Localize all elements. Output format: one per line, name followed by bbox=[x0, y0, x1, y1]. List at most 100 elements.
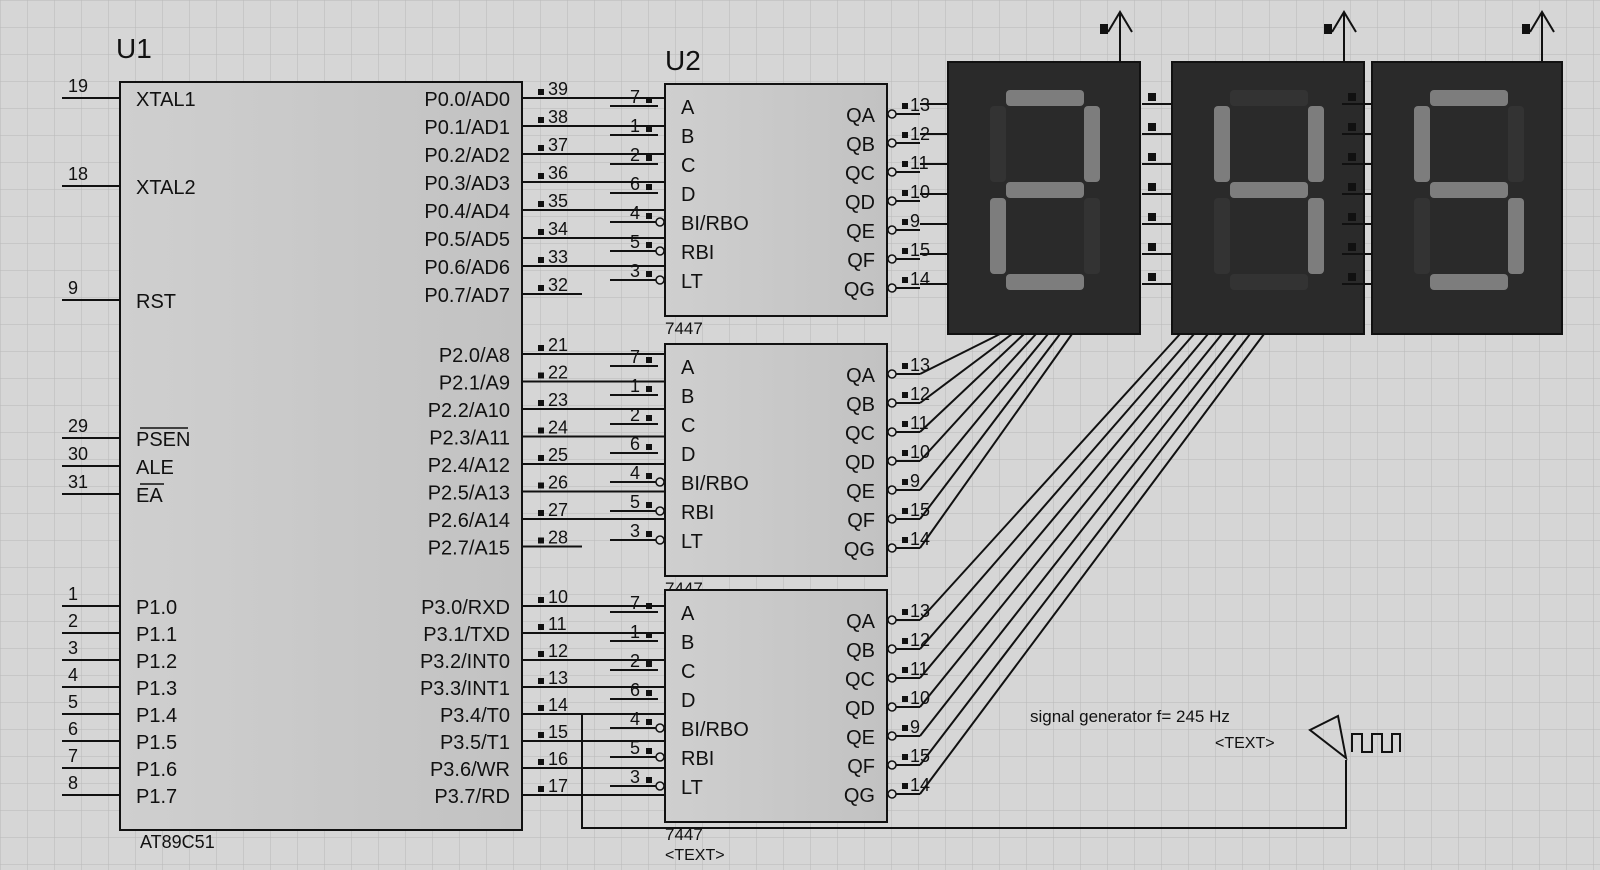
u1-body[interactable] bbox=[119, 81, 523, 831]
u1-pin-p1-6[interactable]: 7P1.6 bbox=[62, 746, 177, 781]
segment-f bbox=[990, 106, 1006, 182]
decoder-7447-2[interactable]: 7447<TEXT>7A1B2C6D4BI/RBO5RBI3LT13QA12QB… bbox=[610, 343, 930, 618]
pin-number: 37 bbox=[548, 135, 568, 155]
u1-pin-p1-2[interactable]: 3P1.2 bbox=[62, 638, 177, 673]
pin-name: PSEN bbox=[136, 429, 190, 451]
pin-number: 7 bbox=[630, 593, 640, 613]
pin-number: 3 bbox=[630, 767, 640, 787]
decoder-output-qe[interactable]: 9QE bbox=[846, 717, 920, 749]
decoder-body[interactable] bbox=[664, 83, 888, 317]
decoder-7447-1[interactable]: U27447<TEXT>7A1B2C6D4BI/RBO5RBI3LT13QA12… bbox=[610, 45, 930, 358]
u1-pin-p1-0[interactable]: 1P1.0 bbox=[62, 584, 177, 619]
pin-name: BI/RBO bbox=[681, 213, 749, 235]
pin-name: QE bbox=[846, 221, 875, 243]
u1-pin-p1-7[interactable]: 8P1.7 bbox=[62, 773, 177, 808]
pin-name: P0.4/AD4 bbox=[424, 201, 510, 223]
u1-microcontroller[interactable]: U1 AT89C51 19XTAL118XTAL29RST29PSEN30ALE… bbox=[62, 33, 665, 852]
u1-pin-p1-4[interactable]: 5P1.4 bbox=[62, 692, 177, 727]
pin-number: 15 bbox=[548, 722, 568, 742]
signal-generator[interactable]: signal generator f= 245 Hz <TEXT> bbox=[581, 707, 1401, 829]
u1-pin-p1-1[interactable]: 2P1.1 bbox=[62, 611, 177, 646]
decoder-output-qe[interactable]: 9QE bbox=[846, 211, 920, 243]
power-terminal-icon bbox=[1529, 10, 1555, 33]
pin-number: 12 bbox=[910, 384, 930, 404]
pin-name: P3.4/T0 bbox=[440, 705, 510, 727]
decoder-body[interactable] bbox=[664, 589, 888, 823]
u1-pin-p1-5[interactable]: 6P1.5 bbox=[62, 719, 177, 754]
decoder-output-qe[interactable]: 9QE bbox=[846, 471, 920, 503]
u1-pin-p1-3[interactable]: 4P1.3 bbox=[62, 665, 177, 700]
pin-number: 15 bbox=[910, 746, 930, 766]
decoder-body[interactable] bbox=[664, 343, 888, 577]
signal-generator-symbol[interactable] bbox=[1308, 714, 1348, 761]
